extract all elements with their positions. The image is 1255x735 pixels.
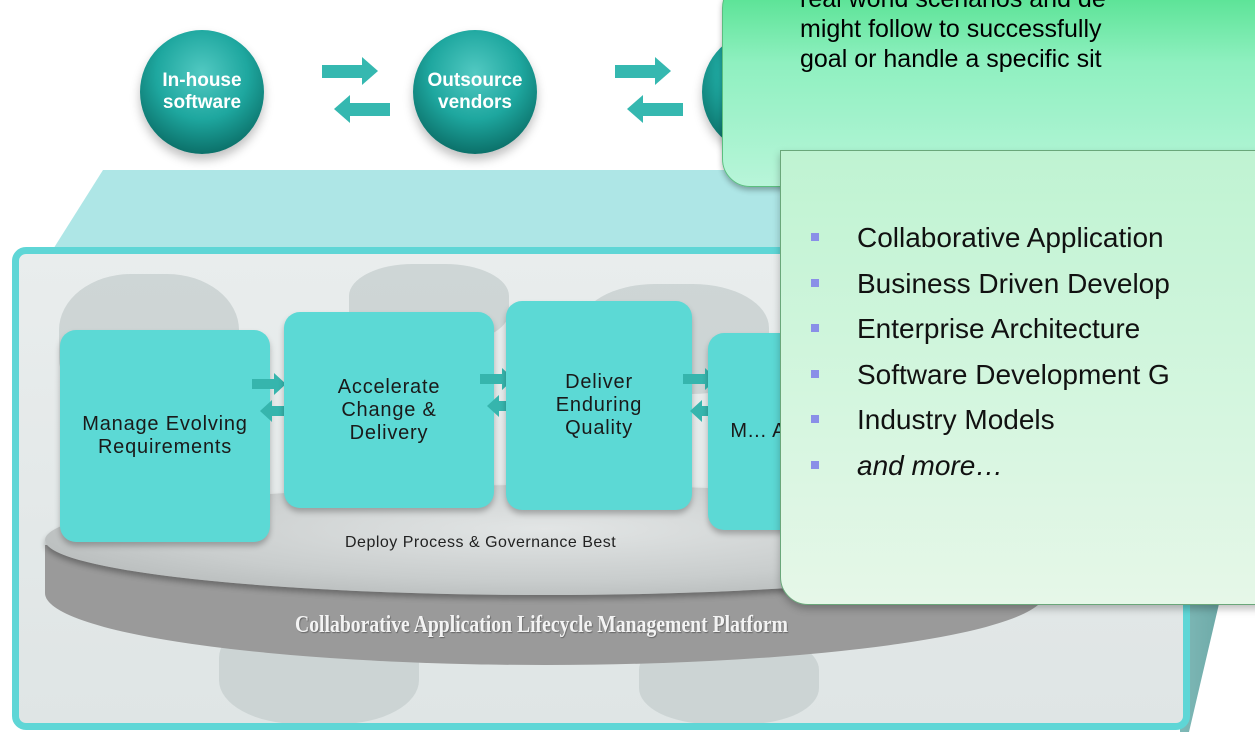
bullet-item: Business Driven Develop — [800, 261, 1170, 307]
arrow-right-icon — [322, 57, 378, 85]
process-box-label: Deliver Enduring Quality — [555, 371, 643, 439]
arrow-right-icon — [252, 373, 286, 395]
process-box-label: Accelerate Change & Delivery — [337, 375, 441, 444]
arrow-right-icon — [480, 368, 514, 390]
process-box-manage-requirements: Manage Evolving Requirements — [60, 330, 270, 542]
process-box-label: Manage Evolving Requirements — [82, 413, 248, 458]
arrow-left-icon — [334, 95, 390, 123]
sphere-in-house-software: In-house software — [140, 30, 264, 154]
sphere-label: Outsource vendors — [427, 70, 523, 113]
sphere-outsource-vendors: Outsource vendors — [413, 30, 537, 154]
process-box-deliver-quality: Deliver Enduring Quality — [506, 301, 692, 510]
callout-panel — [780, 150, 1255, 605]
sphere-label: In-house software — [162, 70, 242, 113]
callout-line: goal or handle a specific sit — [800, 45, 1102, 73]
bullet-item: and more… — [800, 443, 1170, 489]
callout-bullet-list: Collaborative Application Business Drive… — [800, 215, 1170, 488]
arrow-right-icon — [615, 57, 671, 85]
callout-line: might follow to successfully — [800, 15, 1102, 43]
arrow-right-icon — [683, 368, 717, 390]
bullet-item: Industry Models — [800, 397, 1170, 443]
platform-label: Collaborative Application Lifecycle Mana… — [295, 612, 788, 638]
process-box-accelerate-change: Accelerate Change & Delivery — [284, 312, 494, 508]
process-label: Deploy Process & Governance Best — [345, 534, 617, 551]
arrow-left-icon — [260, 400, 294, 422]
bullet-item: Enterprise Architecture — [800, 306, 1170, 352]
bullet-item: Software Development G — [800, 352, 1170, 398]
callout-text: real world scenarios and de might follow… — [800, 0, 1255, 74]
bullet-item: Collaborative Application — [800, 215, 1170, 261]
arrow-left-icon — [627, 95, 683, 123]
callout-line: real world scenarios and de — [800, 0, 1255, 14]
